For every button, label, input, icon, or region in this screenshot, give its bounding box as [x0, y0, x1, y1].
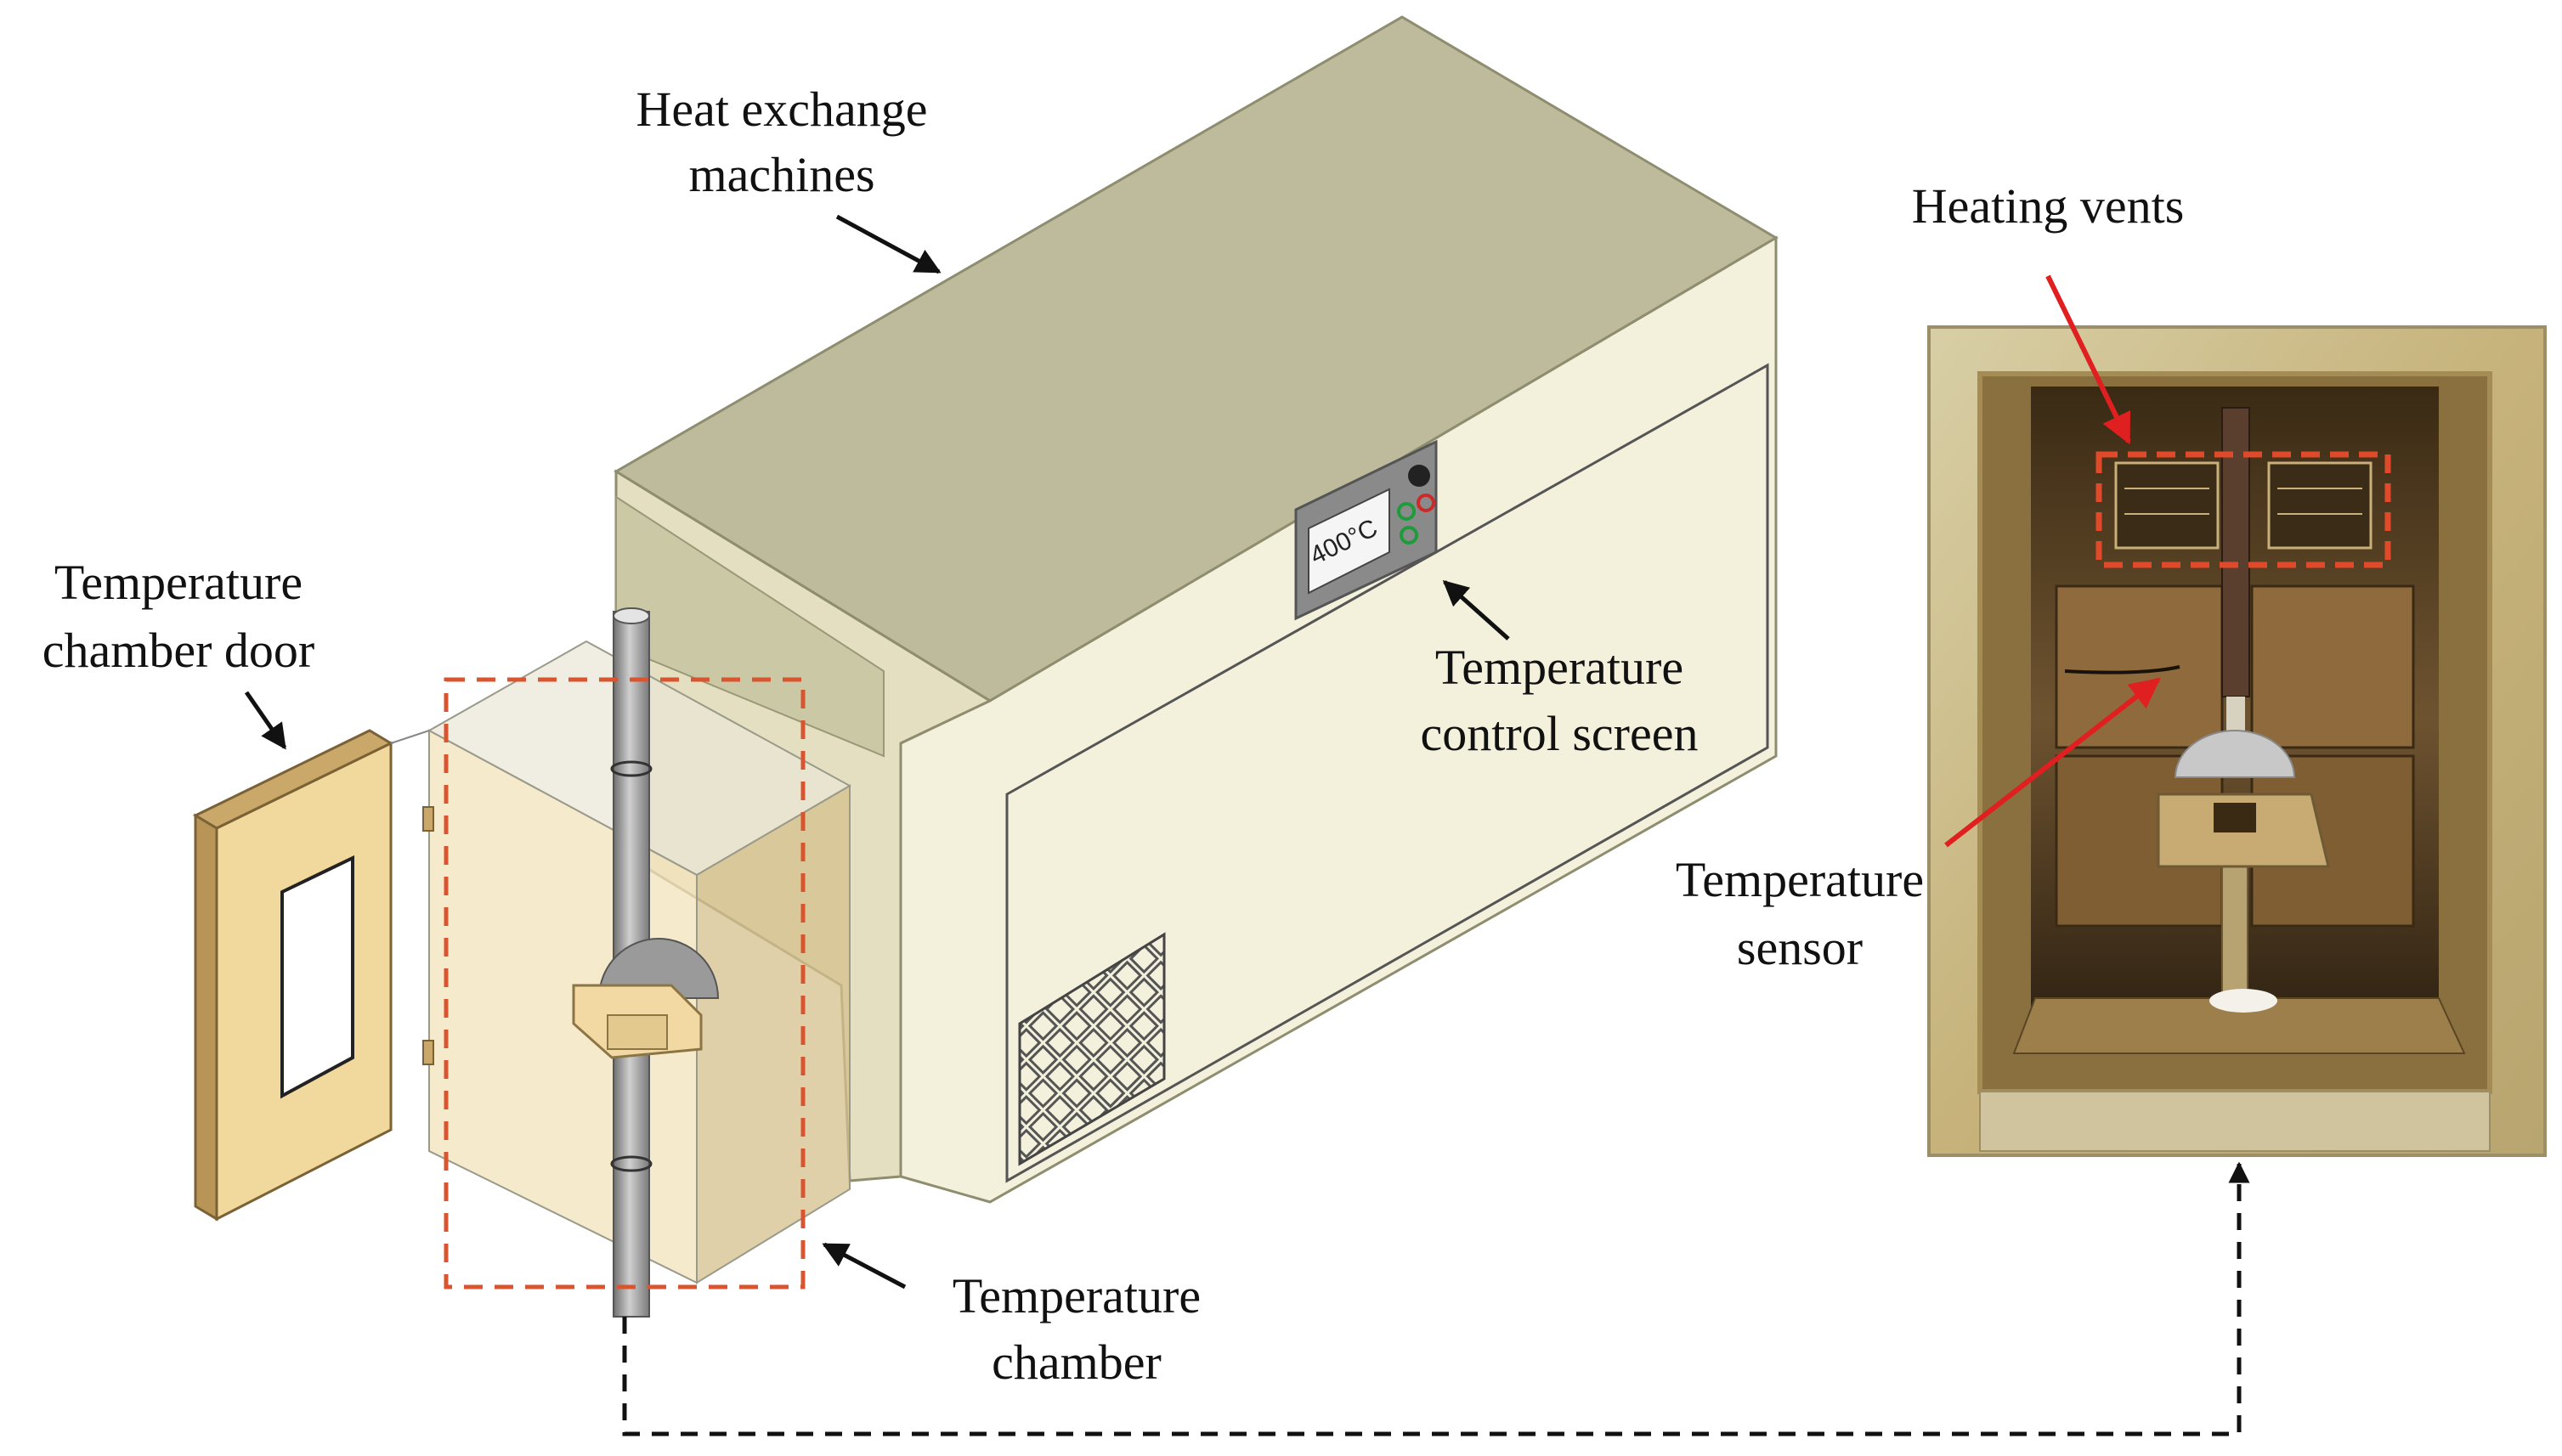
semicircular-specimen	[597, 938, 720, 999]
label-control-screen-line1: Temperature	[1435, 640, 1683, 695]
screen-green-button-2-icon	[1400, 526, 1418, 545]
door-hinge-icon	[422, 806, 434, 832]
rod-top-icon	[613, 607, 650, 624]
arrow-temperature-chamber	[822, 1242, 907, 1290]
temperature-chamber-door	[192, 729, 434, 1222]
label-control-screen-line2: control screen	[1421, 706, 1699, 761]
temperature-control-screen: 400°C	[1294, 439, 1438, 621]
arrow-heating-vents	[2045, 274, 2131, 445]
heating-vents-highlight-box	[2095, 451, 2391, 568]
label-chamber-door-line1: Temperature	[54, 555, 303, 610]
machine-front-panel	[1005, 363, 1769, 1183]
diagram-labels: Heat exchange machines Heating vents Tem…	[42, 82, 2185, 1390]
callout-arrows	[244, 214, 2250, 1436]
chamber-interior-photo	[1927, 325, 2547, 1157]
label-chamber-door-line2: chamber door	[42, 623, 314, 678]
machine-inner-recess	[615, 495, 885, 758]
screen-green-button-icon	[1397, 502, 1416, 521]
label-sensor-line1: Temperature	[1676, 852, 1924, 907]
screen-display	[1308, 488, 1390, 595]
door-hinge-2-icon	[422, 1040, 434, 1065]
label-heat-exchange-line2: machines	[688, 147, 874, 202]
label-sensor-line2: sensor	[1737, 920, 1863, 975]
arrow-chamber-door	[244, 691, 287, 750]
photo-specimen	[2174, 730, 2296, 778]
arrow-control-screen	[1442, 580, 1510, 641]
screen-red-button-icon	[1417, 494, 1435, 512]
screen-knob-icon	[1408, 465, 1430, 487]
label-heat-exchange-line1: Heat exchange	[636, 82, 928, 137]
door-window	[280, 855, 354, 1099]
machine-vent-mesh	[1018, 932, 1166, 1166]
heating-vent-grilles	[2114, 461, 2373, 550]
arrow-temperature-sensor	[1944, 677, 2161, 848]
label-chamber-line2: chamber	[992, 1335, 1162, 1390]
photo-loading-rod	[2221, 407, 2250, 697]
arrow-heat-exchange	[835, 214, 942, 274]
connector-chamber-to-photo	[622, 1161, 2250, 1436]
label-heating-vents: Heating vents	[1912, 178, 2185, 234]
door-edge-face	[194, 813, 218, 1222]
label-chamber-line1: Temperature	[953, 1268, 1201, 1323]
temperature-chamber	[427, 607, 852, 1318]
chamber-highlight-box	[444, 677, 806, 1290]
